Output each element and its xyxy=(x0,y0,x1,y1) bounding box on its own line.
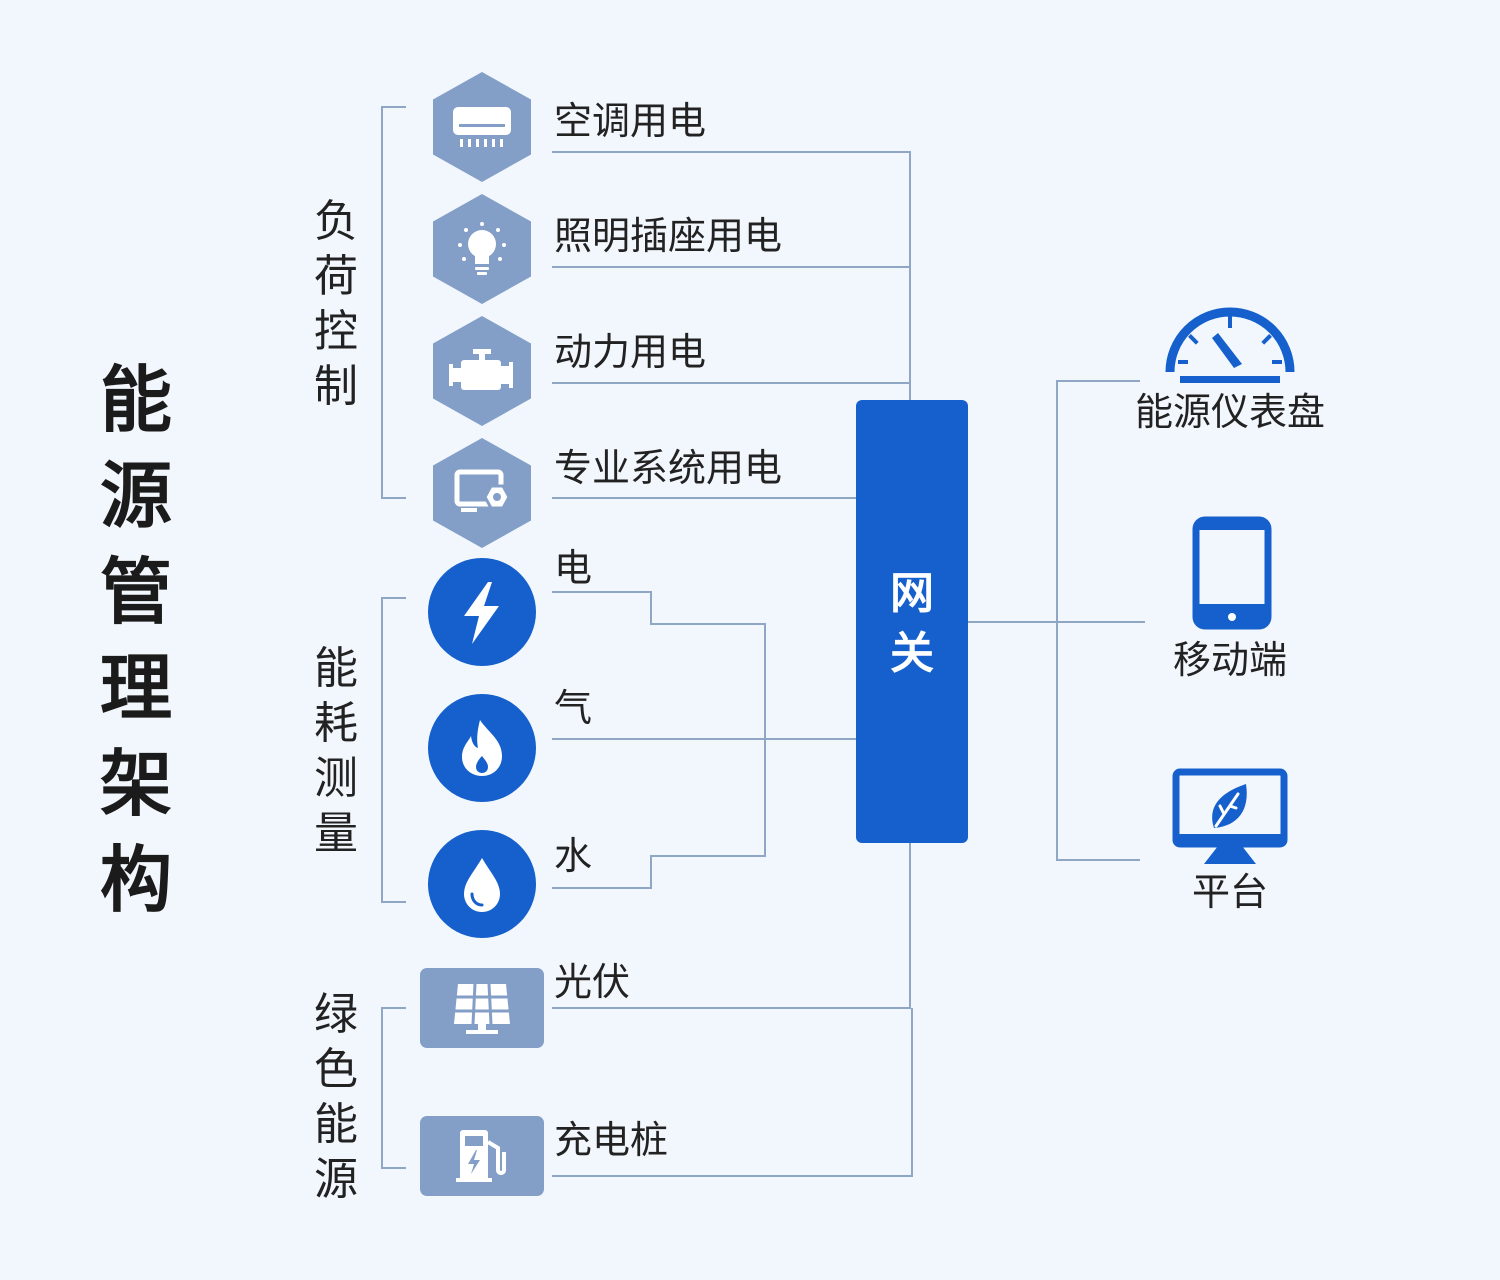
item-label: 充电桩 xyxy=(554,1118,669,1162)
title-char: 架 xyxy=(99,742,172,826)
item-label: 水 xyxy=(554,834,593,878)
item-label: 电 xyxy=(554,546,593,590)
node-water xyxy=(428,830,536,938)
output-mobile xyxy=(1192,516,1272,636)
main-title: 能 源 管 理 架 构 xyxy=(96,352,176,928)
node-gas xyxy=(428,694,536,802)
charging-pile-icon xyxy=(456,1130,506,1182)
node-lighting-socket xyxy=(433,194,531,304)
node-power-motor xyxy=(433,316,531,426)
node-professional-system xyxy=(433,438,531,548)
system-monitor-icon xyxy=(454,469,511,512)
title-char: 理 xyxy=(99,646,172,730)
motor-icon xyxy=(449,349,513,390)
node-charging-pile xyxy=(420,1116,544,1196)
node-photovoltaic xyxy=(420,968,544,1048)
output-platform xyxy=(1172,768,1288,872)
solar-panel-icon xyxy=(454,984,510,1034)
group-label-energy-metering: 能 耗 测 量 xyxy=(314,643,358,859)
gauge-icon xyxy=(1165,307,1295,383)
lightbulb-icon xyxy=(458,222,506,275)
output-energy-dashboard xyxy=(1162,300,1298,390)
monitor-leaf-icon xyxy=(1172,768,1288,864)
water-drop-icon xyxy=(464,858,500,912)
item-label: 空调用电 xyxy=(554,99,707,143)
lightning-icon xyxy=(464,582,499,644)
item-label: 动力用电 xyxy=(554,330,707,374)
tablet-icon xyxy=(1192,516,1272,630)
gateway-box: 网 关 xyxy=(856,400,968,843)
title-char: 能 xyxy=(99,358,172,442)
group-label-load-control: 负 荷 控 制 xyxy=(314,196,358,412)
output-label: 平台 xyxy=(1191,870,1268,914)
item-label: 照明插座用电 xyxy=(554,214,783,258)
item-label: 气 xyxy=(554,686,593,730)
output-label: 能源仪表盘 xyxy=(1134,390,1325,434)
node-air-conditioning xyxy=(433,72,531,182)
air-conditioner-icon xyxy=(453,107,511,147)
flame-icon xyxy=(462,720,502,776)
item-label: 专业系统用电 xyxy=(554,446,783,490)
title-char: 源 xyxy=(99,454,172,538)
group-label-green-energy: 绿 色 能 源 xyxy=(314,989,358,1205)
item-label: 光伏 xyxy=(554,960,631,1004)
node-electricity xyxy=(428,558,536,666)
output-label: 移动端 xyxy=(1172,638,1287,682)
title-char: 管 xyxy=(99,550,172,634)
title-char: 构 xyxy=(99,838,172,922)
gateway-label: 网 关 xyxy=(890,568,934,679)
